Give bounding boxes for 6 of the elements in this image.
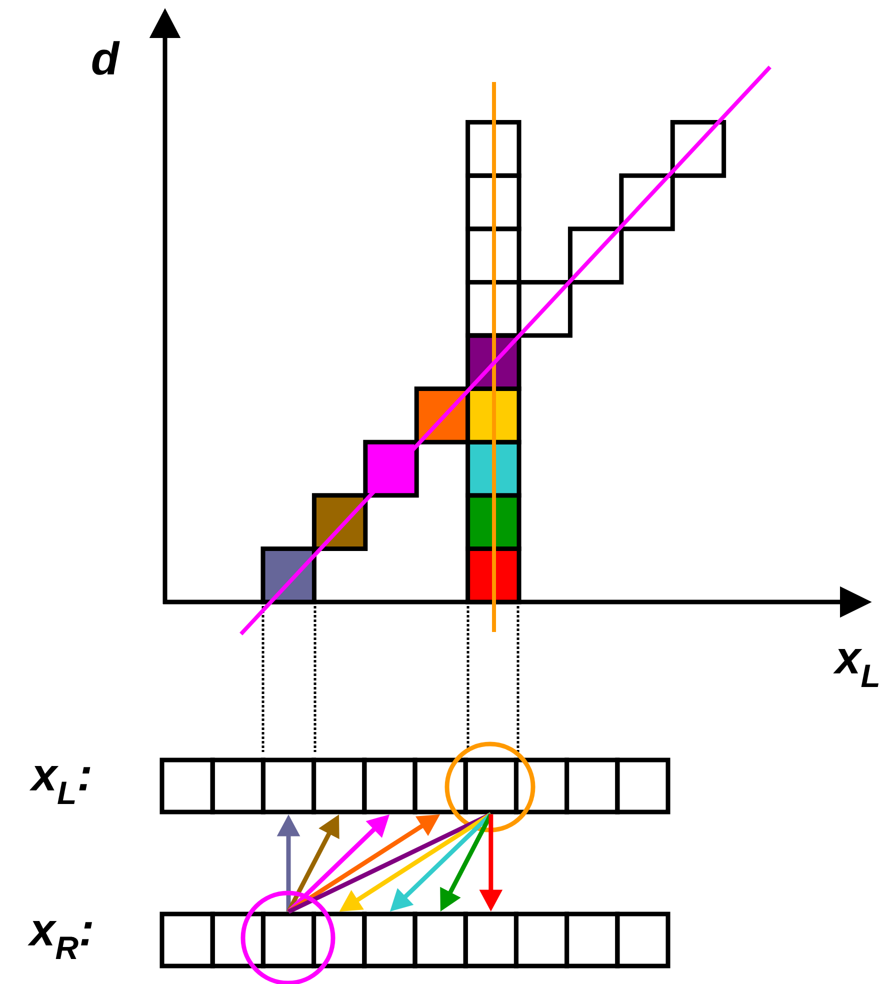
cell-box <box>615 758 670 814</box>
cell-box <box>615 912 670 968</box>
axis-label: x$_{L}$ <box>833 649 878 687</box>
row-label: x$_{R}$: <box>28 921 92 959</box>
row-label: x$_{L}$: <box>29 766 90 804</box>
axis-label: d <box>92 41 120 75</box>
